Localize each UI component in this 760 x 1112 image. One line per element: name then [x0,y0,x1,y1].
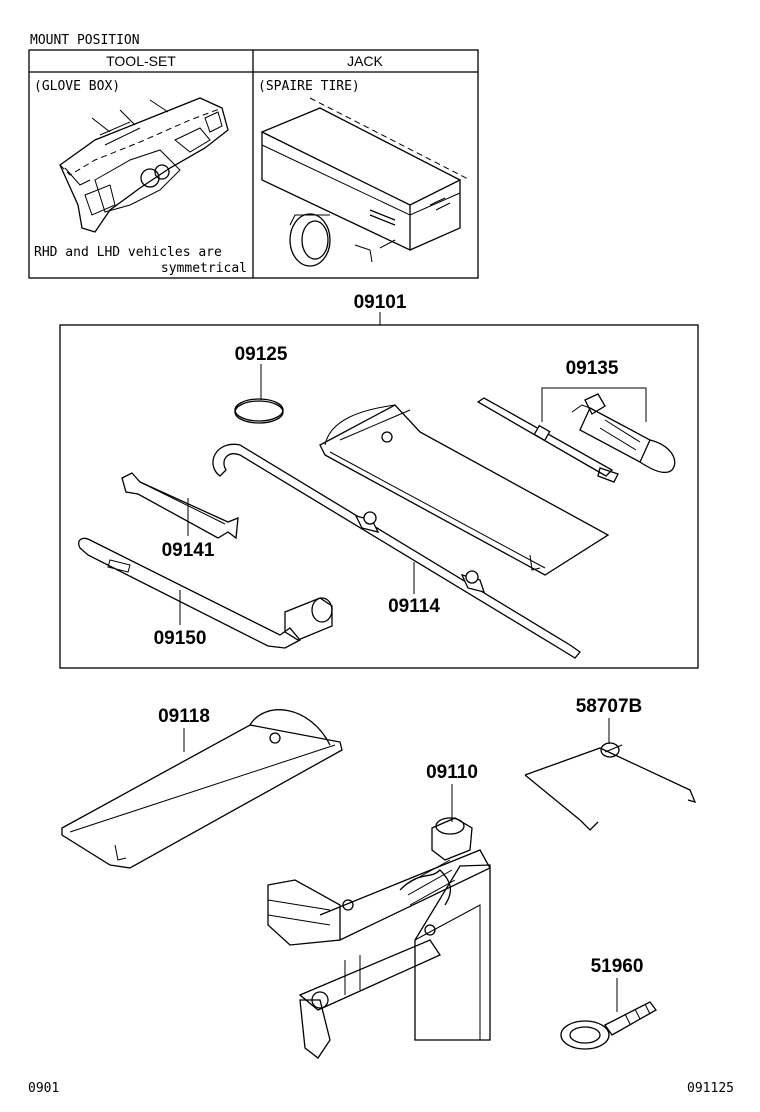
screwdriver-part [476,393,676,483]
part-number-screwdriver: 09135 [566,358,619,379]
tool-set-box [59,324,699,669]
mount-position-table [28,49,479,279]
tow-hook-part [560,1001,657,1050]
tool-set-location: (GLOVE BOX) [34,79,120,94]
clip-part [524,742,697,831]
tool-pouch [319,404,610,576]
part-number-jack: 09110 [426,762,478,783]
jack-header: JACK [347,53,383,69]
lug-wrench-part [78,537,333,649]
spare-tire-illustration [260,97,471,267]
jack-location: (SPAIRE TIRE) [258,79,360,94]
symmetry-note-line1: RHD and LHD vehicles are [34,245,222,260]
jack-part [267,817,491,1059]
part-number-wrench: 09141 [162,540,215,561]
ring-part [234,398,284,424]
wrench-part [121,472,239,540]
footer-left-code: 0901 [28,1081,59,1096]
mount-position-title: MOUNT POSITION [30,33,140,48]
part-number-handle: 09114 [388,596,440,617]
part-number-bag: 09118 [158,706,210,727]
tool-bag-part [61,709,343,869]
jack-handle-part [212,443,581,659]
part-number-lug-wrench: 09150 [154,628,207,649]
part-number-set: 09101 [354,292,407,313]
part-number-clip: 58707B [576,696,643,717]
part-number-ring: 09125 [235,344,288,365]
footer-right-code: 091125 [687,1081,734,1096]
dashboard-illustration [59,97,229,233]
tool-set-header: TOOL-SET [106,53,176,69]
symmetry-note-line2: symmetrical [161,261,247,276]
part-number-hook: 51960 [591,956,644,977]
